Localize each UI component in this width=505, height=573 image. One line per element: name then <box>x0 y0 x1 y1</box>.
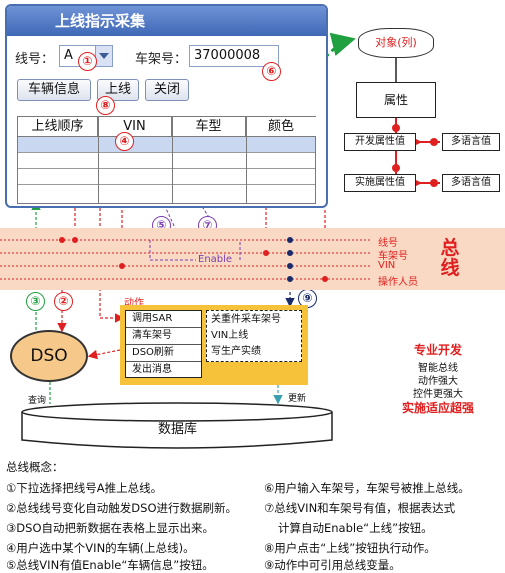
close-button[interactable]: 关闭 <box>145 79 189 101</box>
marker-4: ④ <box>115 132 134 151</box>
table-row[interactable] <box>18 153 315 169</box>
action-item[interactable]: 发出消息 <box>132 364 172 375</box>
column-header-color[interactable]: 颜色 <box>246 117 316 137</box>
combo-dropdown-button[interactable] <box>95 46 112 66</box>
note-item: ③DSO自动把新数据在表格上显示出来。 <box>6 521 215 535</box>
action-detail-item: 关重件采车架号 <box>211 314 281 325</box>
marker-6: ⑥ <box>262 62 281 81</box>
action-item[interactable]: 清车架号 <box>126 328 201 345</box>
vin-label: 车架号： <box>135 52 188 67</box>
line-label: 线号： <box>15 52 55 67</box>
note-item: ①下拉选择把线号A推上总线。 <box>6 481 163 495</box>
action-list: 调用SAR 清车架号 DSO刷新 发出消息 <box>125 310 202 378</box>
multilang-node-1: 多语言值 <box>442 133 500 151</box>
online-button[interactable]: 上线 <box>97 79 139 101</box>
marker-3: ③ <box>26 292 45 311</box>
table-row[interactable] <box>18 169 315 185</box>
marker-1: ① <box>78 52 97 71</box>
feature-item: 智能总线 <box>418 363 458 374</box>
marker-2: ② <box>54 292 73 311</box>
table-row[interactable] <box>18 185 315 201</box>
bus-operator-label: 操作人员 <box>378 277 418 288</box>
notes-title: 总线概念： <box>6 460 64 474</box>
note-item: ④用户选中某个VIN的车辆(上总线)。 <box>6 541 195 555</box>
dev-attr-node: 开发属性值 <box>344 133 416 151</box>
line-combo-value: A <box>64 48 73 63</box>
window-title: 上线指示采集 <box>7 6 326 36</box>
bus-line-overlay <box>0 237 372 282</box>
features-footer: 实施适应超强 <box>401 401 474 415</box>
note-item: ②总线线号变化自动触发DSO进行数据刷新。 <box>6 501 238 515</box>
marker-8: ⑧ <box>96 96 115 115</box>
collection-window: 上线指示采集 线号： A 车架号： 37000008 车辆信息 上线 关闭 上线… <box>5 4 328 208</box>
enable-label: Enable <box>198 254 233 265</box>
action-item[interactable]: DSO刷新 <box>126 345 201 362</box>
note-item: ⑧用户点击“上线”按钮执行动作。 <box>264 541 436 555</box>
note-item: ⑤总线VIN有值Enable“车辆信息”按钮。 <box>6 558 214 572</box>
column-header-order[interactable]: 上线顺序 <box>18 117 98 137</box>
column-header-vin[interactable]: VIN <box>98 117 172 137</box>
vehicle-info-button[interactable]: 车辆信息 <box>17 79 91 101</box>
bus-band <box>0 228 505 290</box>
action-item[interactable]: 调用SAR <box>126 311 201 328</box>
grid-divider <box>98 117 99 203</box>
chevron-down-icon <box>99 53 109 59</box>
action-detail: 关重件采车架号 VIN上线 写生产实绩 <box>206 310 302 362</box>
feature-item: 动作强大 <box>418 376 458 387</box>
note-item: ⑨动作中可引用总线变量。 <box>264 558 401 572</box>
action-detail-item: VIN上线 <box>211 330 249 341</box>
impl-attr-node: 实施属性值 <box>344 174 416 192</box>
bus-line-label: 线号 <box>378 238 398 249</box>
note-item: ⑥用户输入车架号，车架号被推上总线。 <box>264 481 470 495</box>
note-item: ⑦总线VIN和车架号有值，根据表达式 <box>264 501 456 515</box>
table-row[interactable] <box>18 137 315 153</box>
note-item: 计算自动Enable“上线”按钮。 <box>278 521 433 535</box>
feature-item: 控件更强大 <box>413 389 463 400</box>
dso-node: DSO <box>10 330 88 382</box>
features-heading: 专业开发 <box>413 343 462 357</box>
database-label: 数据库 <box>158 422 198 437</box>
vin-input[interactable]: 37000008 <box>189 45 279 67</box>
action-title: 动作 <box>124 298 144 309</box>
column-header-model[interactable]: 车型 <box>172 117 246 137</box>
query-label: 查询 <box>28 396 47 406</box>
grid-divider <box>172 117 173 203</box>
object-node: 对象(列) <box>358 28 434 58</box>
grid-divider <box>246 117 247 203</box>
update-label: 更新 <box>288 394 307 404</box>
vehicle-table: 上线顺序 VIN 车型 颜色 <box>17 116 316 204</box>
bus-title: 总线 <box>440 237 460 279</box>
database-cylinder <box>21 402 333 449</box>
multilang-node-2: 多语言值 <box>442 174 500 192</box>
bus-vin-label: 车架号 <box>378 251 408 262</box>
bus-vin-code-label: VIN <box>378 260 396 271</box>
attribute-node: 属性 <box>356 82 436 118</box>
action-detail-item: 写生产实绩 <box>211 346 261 357</box>
